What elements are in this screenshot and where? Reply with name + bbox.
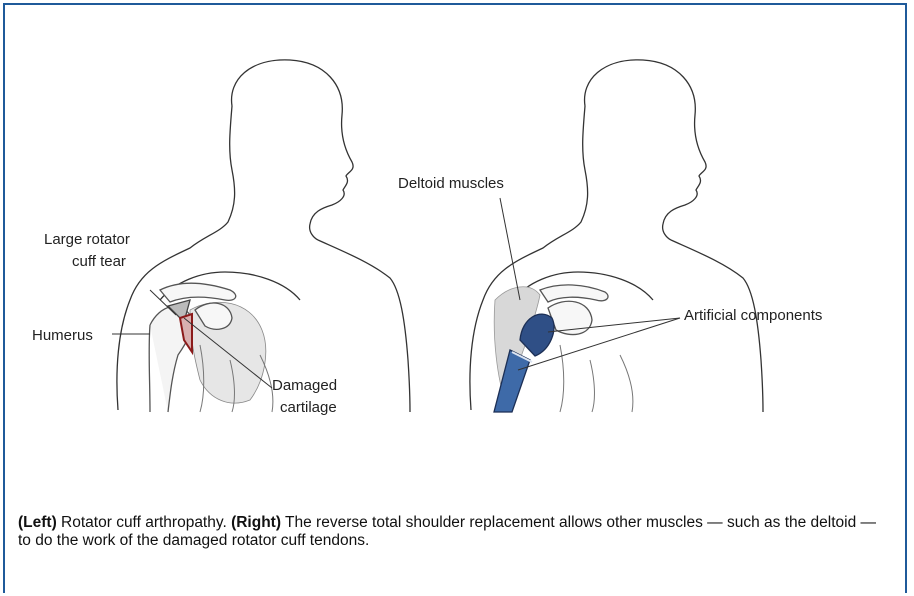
label-large-rotator: Large rotator bbox=[44, 231, 130, 248]
caption-left-text: Rotator cuff arthropathy. bbox=[57, 514, 231, 531]
right-shoulder-figure bbox=[470, 60, 763, 412]
left-clavicle bbox=[160, 283, 236, 302]
label-artificial-components: Artificial components bbox=[684, 307, 822, 324]
label-deltoid-muscles: Deltoid muscles bbox=[398, 175, 504, 192]
caption-left-tag: (Left) bbox=[18, 514, 57, 531]
label-cartilage: cartilage bbox=[280, 399, 337, 416]
right-clavicle bbox=[540, 285, 608, 302]
right-body-lines bbox=[560, 345, 633, 412]
left-head-outline bbox=[232, 60, 354, 240]
label-cuff-tear: cuff tear bbox=[72, 253, 126, 270]
label-humerus: Humerus bbox=[32, 327, 93, 344]
figure-caption: (Left) Rotator cuff arthropathy. (Right)… bbox=[18, 514, 878, 550]
caption-right-tag: (Right) bbox=[231, 514, 281, 531]
left-shoulder-figure bbox=[117, 60, 410, 412]
right-head-outline bbox=[585, 60, 707, 240]
right-collar-line bbox=[671, 240, 763, 412]
label-damaged: Damaged bbox=[272, 377, 337, 394]
